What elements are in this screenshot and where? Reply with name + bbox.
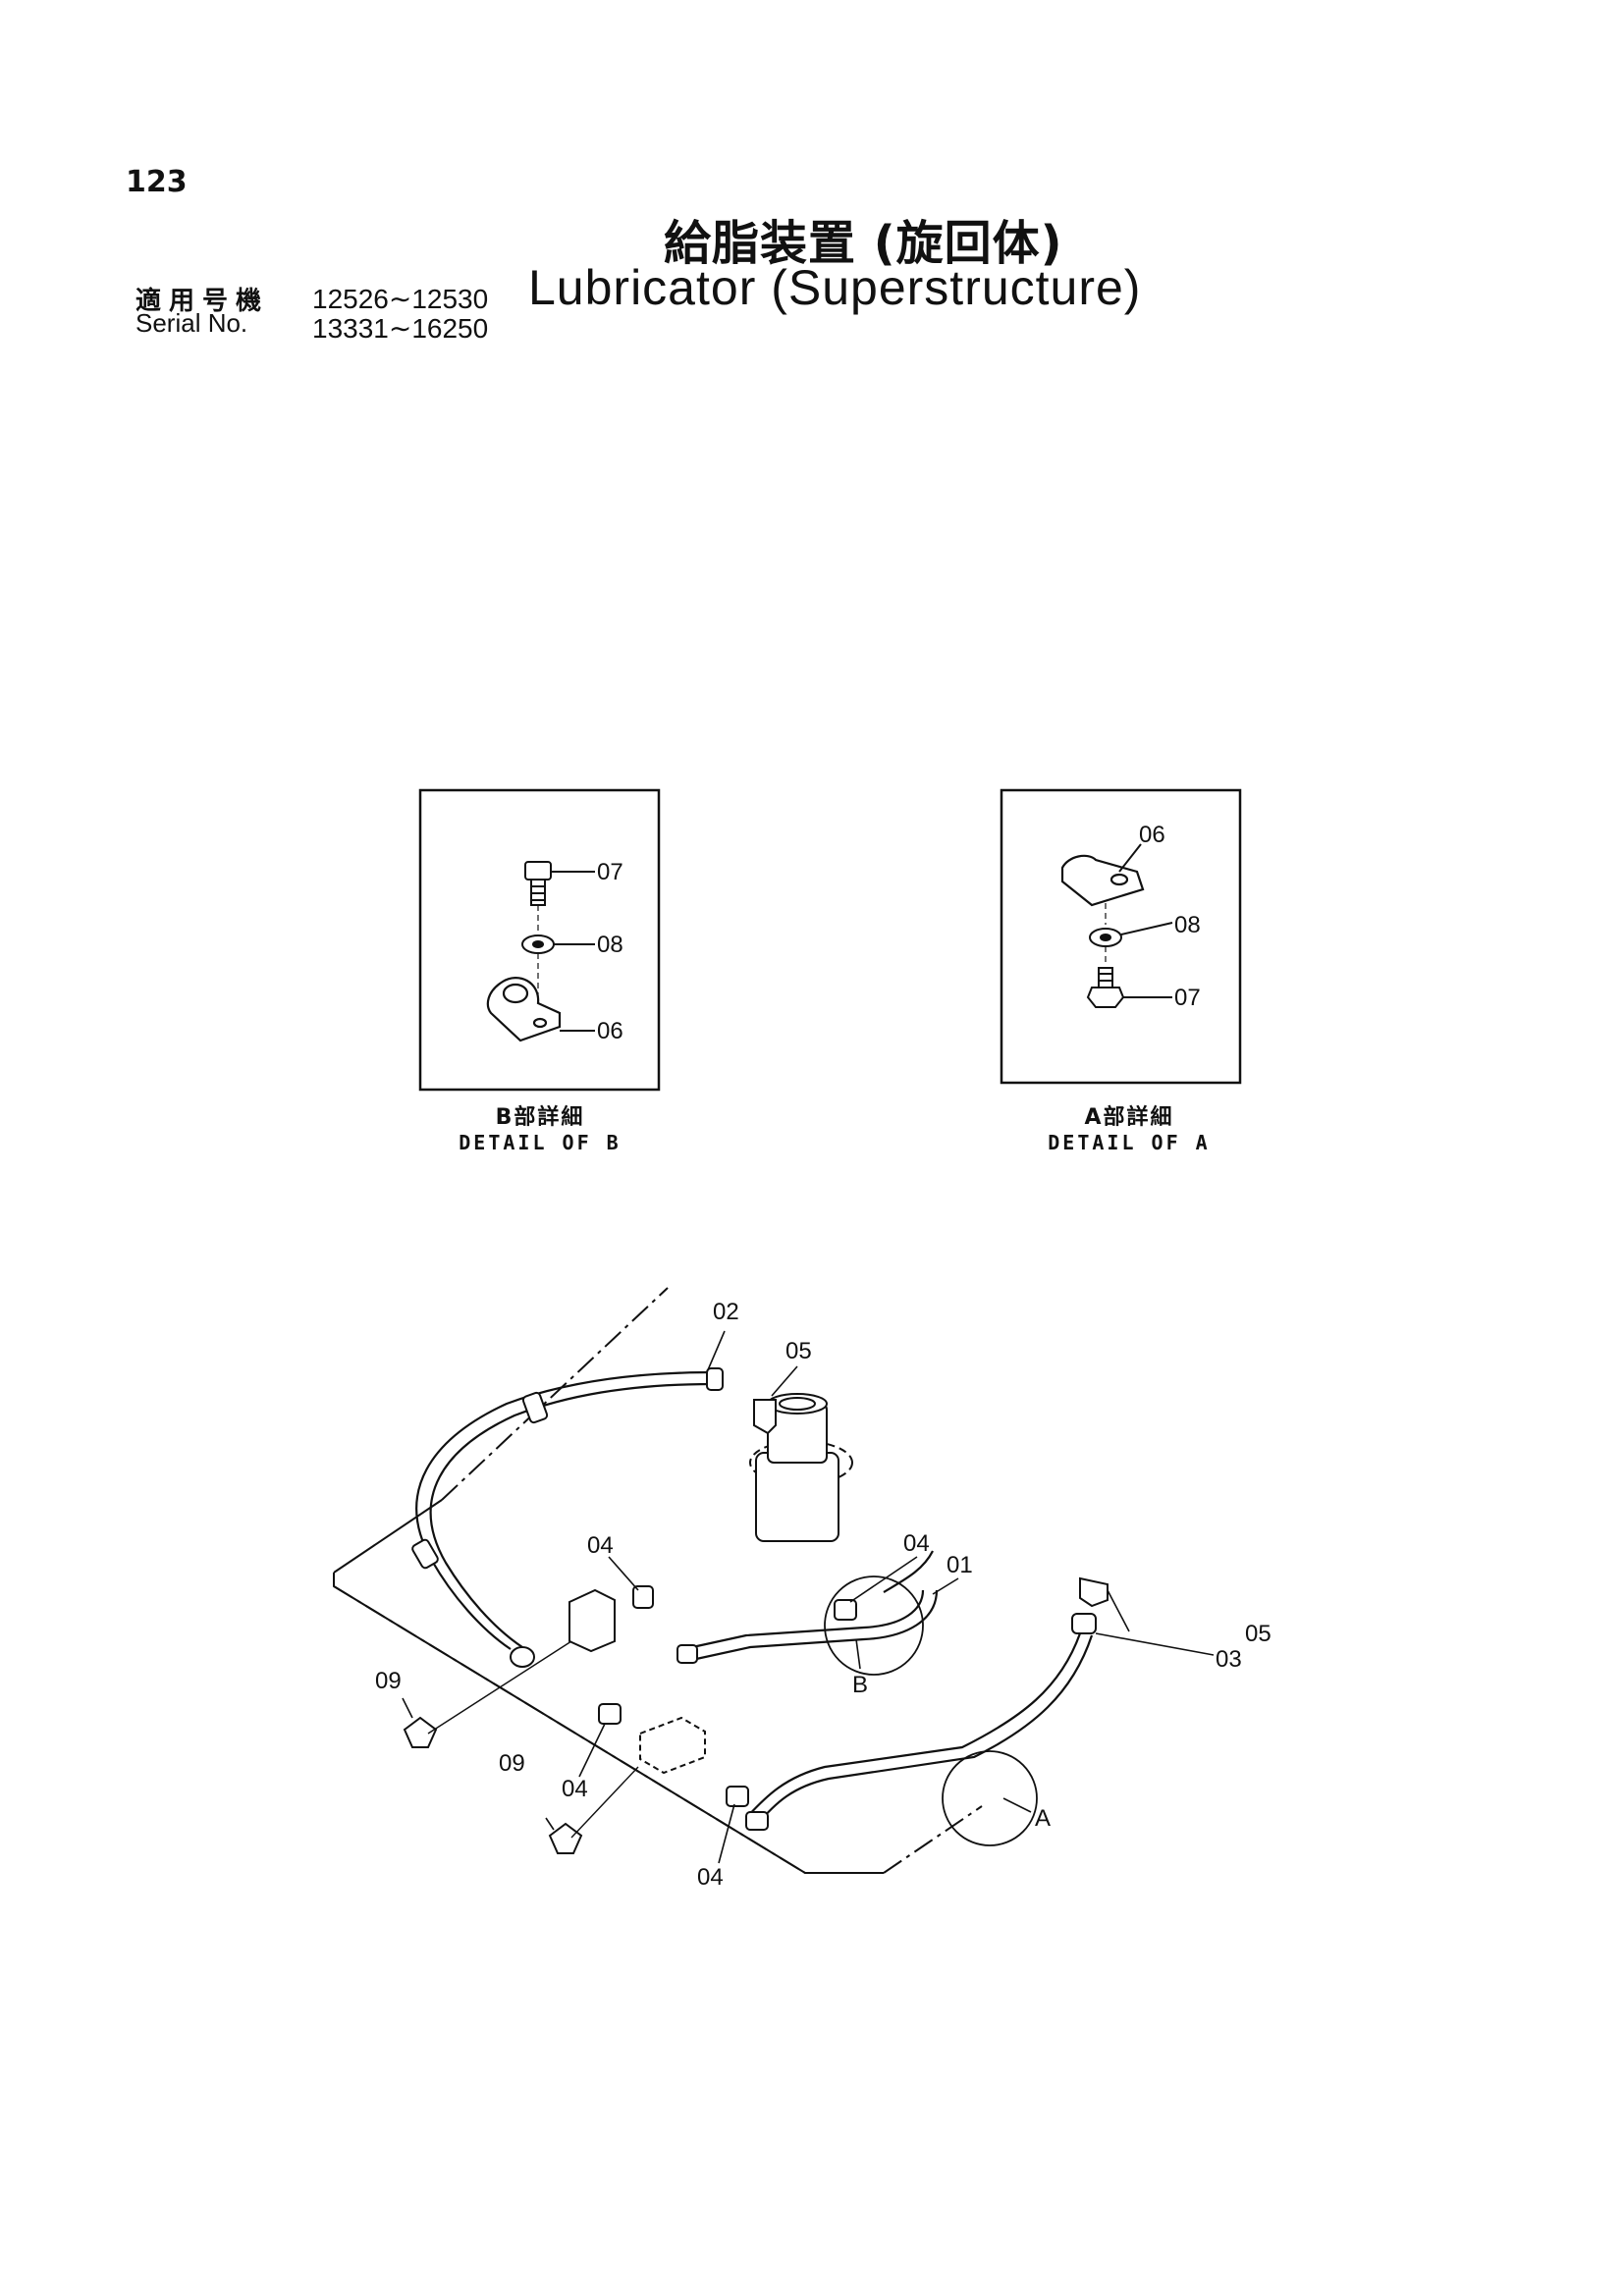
detail-a-drawing: 06 08 07 bbox=[1000, 788, 1242, 1085]
callout-label: 09 bbox=[499, 1750, 525, 1777]
pipe-fitting-icon bbox=[676, 1613, 1097, 1831]
detail-b-drawing: 07 08 06 bbox=[418, 788, 661, 1092]
callout-label: A bbox=[1035, 1805, 1051, 1832]
callout-label: 05 bbox=[1245, 1621, 1271, 1647]
clamp-icon bbox=[1060, 854, 1145, 907]
grease-nipple-icon bbox=[403, 1716, 583, 1854]
bolt-icon bbox=[1086, 967, 1125, 1008]
pipe-03 bbox=[745, 1632, 1094, 1827]
lubricator-assembly-drawing: 02 05 04 04 01 05 03 09 09 04 04 B A bbox=[333, 1287, 1271, 1891]
callout-label: 08 bbox=[1174, 912, 1201, 938]
serial-range-2: 13331∼16250 bbox=[312, 313, 489, 344]
detail-b-caption-japanese: B部詳細 bbox=[495, 1105, 585, 1130]
callout-label: 04 bbox=[587, 1532, 614, 1559]
callout-label: 08 bbox=[597, 932, 623, 958]
swivel-joint-icon bbox=[749, 1393, 853, 1542]
pipe-02 bbox=[415, 1370, 714, 1650]
grease-block-icon bbox=[568, 1588, 706, 1775]
bolt-icon bbox=[524, 861, 552, 906]
serial-range-1: 12526∼12530 bbox=[312, 284, 489, 314]
callout-label: 09 bbox=[375, 1668, 402, 1694]
callout-label: 03 bbox=[1216, 1646, 1242, 1673]
serial-label-english: Serial No. bbox=[135, 308, 248, 338]
pipe-01 bbox=[682, 1550, 939, 1663]
serial-label-japanese: 適用号機 bbox=[135, 287, 270, 316]
callout-label: 04 bbox=[903, 1530, 930, 1557]
page-title-english: Lubricator (Superstructure) bbox=[528, 260, 1142, 315]
page-title-japanese: 給脂装置 (旋回体) bbox=[664, 216, 1063, 271]
callout-label: 07 bbox=[597, 859, 623, 885]
clamp-icon bbox=[411, 1391, 549, 1570]
detail-a-caption-english: DETAIL OF A bbox=[1048, 1131, 1211, 1154]
washer-icon bbox=[1089, 928, 1122, 947]
callout-label: 04 bbox=[697, 1864, 724, 1891]
washer-icon bbox=[521, 934, 555, 954]
callout-label: 06 bbox=[597, 1018, 623, 1044]
callout-label: 01 bbox=[947, 1552, 973, 1578]
page-number: 123 bbox=[126, 165, 188, 199]
callout-label: B bbox=[852, 1672, 868, 1698]
base-plate-outline bbox=[333, 1287, 983, 1874]
callout-label: 02 bbox=[713, 1299, 739, 1325]
grease-fitting-icon bbox=[598, 1399, 1109, 1807]
clamp-icon bbox=[486, 977, 562, 1042]
detail-a-caption-japanese: A部詳細 bbox=[1084, 1105, 1174, 1130]
callout-label: 05 bbox=[785, 1338, 812, 1364]
callout-label: 07 bbox=[1174, 985, 1201, 1011]
callout-label: 04 bbox=[562, 1776, 588, 1802]
pipe-fitting-icon bbox=[510, 1367, 724, 1668]
detail-b-caption-english: DETAIL OF B bbox=[459, 1131, 622, 1154]
callout-label: 06 bbox=[1139, 822, 1165, 848]
